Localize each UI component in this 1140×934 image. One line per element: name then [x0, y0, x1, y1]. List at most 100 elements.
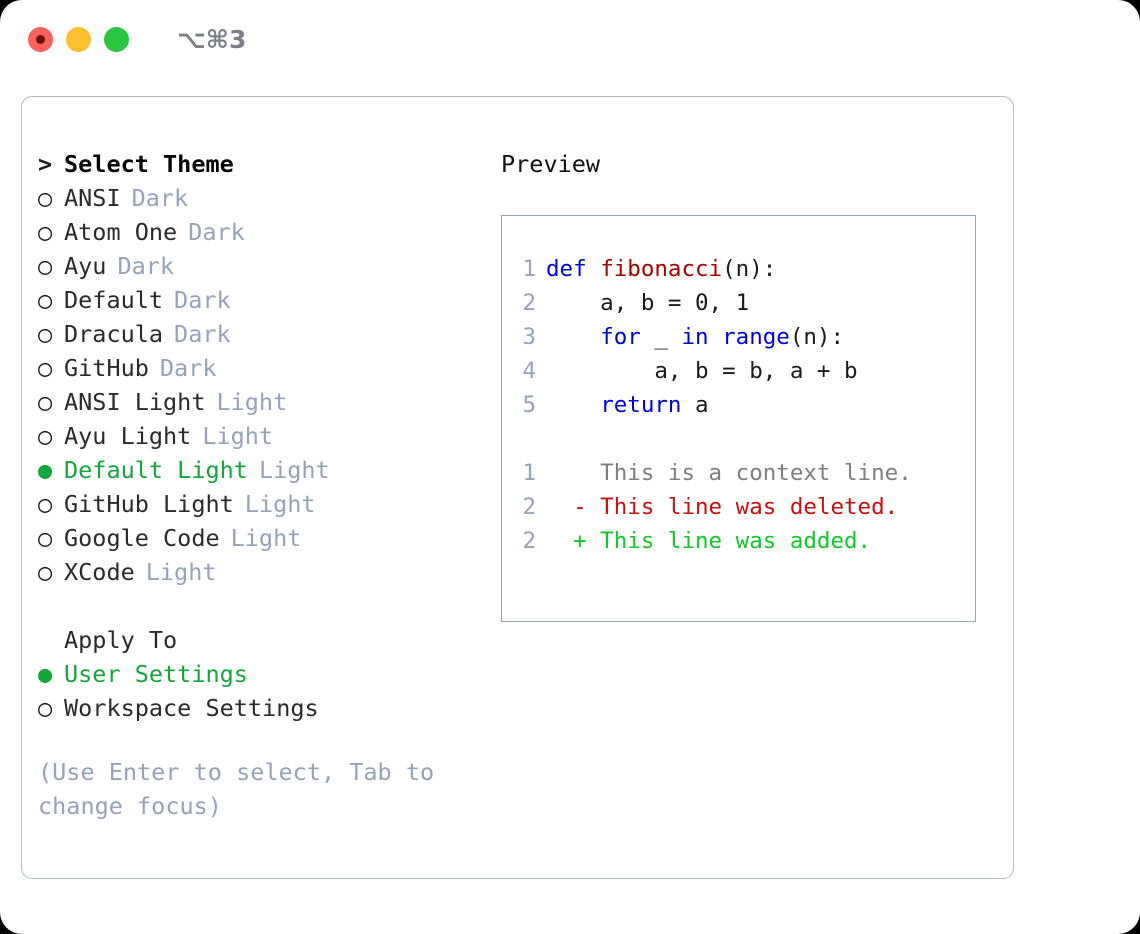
code-line-number: 1 [522, 256, 536, 282]
theme-option[interactable]: ○ Google Code Light [38, 521, 488, 555]
diff-line-number: 2 [522, 494, 536, 520]
theme-option-label: ANSI [64, 184, 121, 212]
radio-unselected-icon: ○ [38, 388, 53, 416]
theme-variant-badge: Light [244, 490, 316, 518]
radio-unselected-icon: ○ [38, 252, 53, 280]
code-line-number: 5 [522, 392, 536, 418]
theme-option-label: Default Light [64, 456, 248, 484]
theme-variant-badge: Dark [174, 320, 231, 348]
radio-unselected-icon: ○ [38, 218, 53, 246]
theme-variant-badge: Dark [174, 286, 231, 314]
code-token: _ [640, 324, 682, 350]
diff-line: 2 + This line was added. [502, 524, 975, 558]
code-line: 1 def fibonacci(n): [502, 252, 975, 286]
diff-line-content: This is a context line. [546, 460, 912, 486]
code-token: return [600, 392, 682, 418]
code-line-content: a, b = b, a + b [546, 354, 858, 388]
apply-to-title: Apply To [64, 626, 178, 654]
code-token: (n): [789, 324, 845, 350]
theme-option-label: ANSI Light [64, 388, 206, 416]
preview-title: Preview [501, 150, 601, 178]
code-token: a, b = b, a + b [546, 358, 858, 384]
code-line-content: return a [546, 388, 709, 422]
theme-option-label: Atom One [64, 218, 178, 246]
diff-line-content: + This line was added. [546, 528, 872, 554]
theme-option-label: Ayu Light [64, 422, 192, 450]
theme-variant-badge: Light [216, 388, 288, 416]
theme-variant-badge: Light [145, 558, 217, 586]
code-token: for [600, 324, 641, 350]
code-line: 5 return a [502, 388, 975, 422]
diff-line-number: 2 [522, 528, 536, 554]
radio-unselected-icon: ○ [38, 320, 53, 348]
theme-option-label: GitHub Light [64, 490, 234, 518]
code-line: 3 for _ in range(n): [502, 320, 975, 354]
code-line-content: a, b = 0, 1 [546, 286, 749, 320]
theme-option[interactable]: ○ Default Dark [38, 283, 488, 317]
radio-unselected-icon: ○ [38, 694, 53, 722]
apply-to-option[interactable]: ○ Workspace Settings [38, 691, 488, 725]
apply-to-option-label: User Settings [64, 660, 248, 688]
code-line: 2 a, b = 0, 1 [502, 286, 975, 320]
window-controls [28, 26, 129, 52]
apply-to-list: ● User Settings ○ Workspace Settings [38, 657, 488, 725]
theme-option[interactable]: ○ ANSI Light Light [38, 385, 488, 419]
theme-option-label: Google Code [64, 524, 220, 552]
radio-selected-icon: ● [38, 660, 53, 688]
radio-unselected-icon: ○ [38, 286, 53, 314]
title-bar: ⌥⌘3 [0, 0, 1140, 78]
code-token: range [722, 324, 790, 350]
select-theme-title: Select Theme [64, 150, 234, 178]
theme-option[interactable]: ○ Ayu Dark [38, 249, 488, 283]
theme-option-label: Default [64, 286, 164, 314]
maximize-button[interactable] [104, 26, 129, 52]
minimize-button[interactable] [66, 26, 91, 52]
theme-option[interactable]: ○ XCode Light [38, 555, 488, 589]
theme-option-label: Ayu [64, 252, 107, 280]
theme-option[interactable]: ○ Atom One Dark [38, 215, 488, 249]
radio-unselected-icon: ○ [38, 558, 53, 586]
apply-to-marker-placeholder: ○ [38, 623, 64, 657]
diff-line: 2 - This line was deleted. [502, 490, 975, 524]
code-token: a, b = 0, 1 [546, 290, 750, 316]
diff-line: 1 This is a context line. [502, 456, 975, 490]
radio-selected-icon: ● [38, 456, 53, 484]
code-token: def [546, 256, 601, 282]
apply-to-option-label: Workspace Settings [64, 694, 319, 722]
code-line-content: def fibonacci(n): [546, 252, 776, 286]
radio-unselected-icon: ○ [38, 422, 53, 450]
list-spacer [38, 589, 488, 623]
recording-indicator-icon [36, 34, 45, 44]
theme-option-label: XCode [64, 558, 135, 586]
theme-variant-badge: Dark [188, 218, 245, 246]
code-token [546, 324, 600, 350]
code-token: a [681, 392, 709, 418]
diff-line-content: - This line was deleted. [546, 494, 899, 520]
apply-to-option[interactable]: ● User Settings [38, 657, 488, 691]
close-button[interactable] [28, 26, 53, 52]
apply-to-heading: ○ Apply To [38, 623, 488, 657]
code-token: (n): [722, 256, 777, 282]
keyboard-hint-text: (Use Enter to select, Tab to change focu… [38, 758, 449, 820]
theme-variant-badge: Dark [117, 252, 175, 280]
code-token [709, 324, 723, 350]
prompt-caret-icon: > [38, 150, 53, 178]
radio-unselected-icon: ○ [38, 184, 53, 212]
diff-line-number: 1 [522, 460, 536, 486]
radio-unselected-icon: ○ [38, 524, 53, 552]
theme-variant-badge: Light [230, 524, 302, 552]
code-line: 4 a, b = b, a + b [502, 354, 975, 388]
